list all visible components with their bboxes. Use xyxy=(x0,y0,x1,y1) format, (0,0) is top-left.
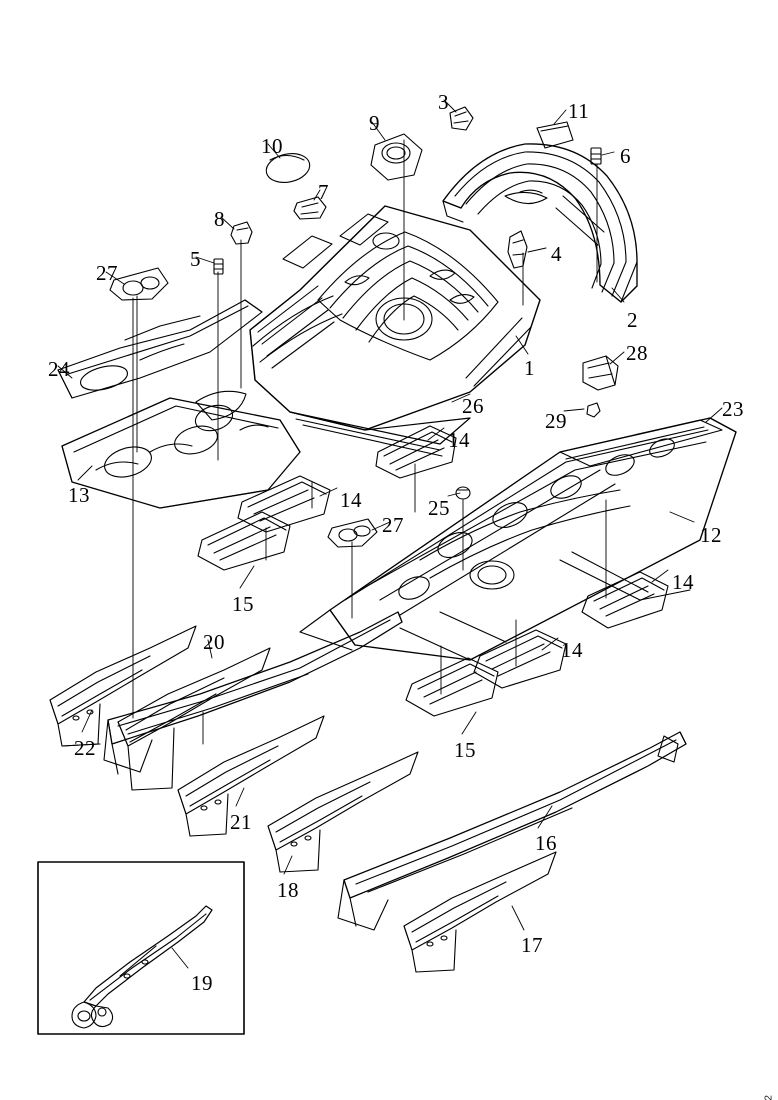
part-4-bracket xyxy=(507,230,528,269)
callout-7: 7 xyxy=(318,180,329,204)
callout-14d: 14 xyxy=(561,638,583,662)
callout-23: 23 xyxy=(722,397,744,421)
part-12-rear-frame xyxy=(299,417,737,661)
part-14-reinforcement-c xyxy=(581,571,669,629)
callout-15a: 15 xyxy=(232,592,254,616)
callout-22: 22 xyxy=(74,736,96,760)
callout-24: 24 xyxy=(48,357,70,381)
callout-1: 1 xyxy=(524,356,535,380)
part-15-reinforcement-b xyxy=(405,657,499,717)
part-28-bracket xyxy=(582,355,619,391)
part-9-grommet xyxy=(370,133,423,181)
callout-2: 2 xyxy=(627,308,638,332)
part-24-left-rail xyxy=(57,299,263,399)
part-left-panel-upper xyxy=(117,647,271,791)
callout-27a: 27 xyxy=(96,261,118,285)
part-17-closing-panel xyxy=(403,851,557,973)
part-3-bracket xyxy=(449,106,474,131)
callout-6: 6 xyxy=(620,144,631,168)
part-29-nut xyxy=(586,402,601,418)
callout-25: 25 xyxy=(428,496,450,520)
part-21-closing-panel xyxy=(177,715,325,837)
callout-14b: 14 xyxy=(340,488,362,512)
callout-21: 21 xyxy=(230,810,252,834)
part-18-closing-panel xyxy=(267,751,419,873)
callout-9: 9 xyxy=(369,111,380,135)
part-7-bracket xyxy=(293,196,327,220)
inset-detail-box xyxy=(37,861,245,1035)
part-6-stud xyxy=(590,147,602,165)
callout-28: 28 xyxy=(626,341,648,365)
callout-29: 29 xyxy=(545,409,567,433)
part-25-nut xyxy=(455,486,471,500)
part-14-reinforcement-a xyxy=(375,425,457,479)
part-20-side-rail xyxy=(103,611,403,775)
part-14-reinforcement-d xyxy=(473,629,567,689)
callout-16: 16 xyxy=(535,831,557,855)
diagram-watermark: 385612 xyxy=(763,1094,774,1100)
part-5-stud xyxy=(213,258,224,275)
part-1-floor-pan xyxy=(249,205,541,457)
callout-3: 3 xyxy=(438,90,449,114)
callout-12: 12 xyxy=(700,523,722,547)
part-27-gasket-a xyxy=(109,267,169,301)
callout-10: 10 xyxy=(261,134,283,158)
callout-14a: 14 xyxy=(448,428,470,452)
callout-14c: 14 xyxy=(672,570,694,594)
callout-4: 4 xyxy=(551,242,562,266)
callout-19: 19 xyxy=(191,971,213,995)
part-15-reinforcement-a xyxy=(197,511,291,571)
callout-17: 17 xyxy=(521,933,543,957)
callout-18: 18 xyxy=(277,878,299,902)
callout-8: 8 xyxy=(214,207,225,231)
part-19-link xyxy=(71,905,213,1029)
part-13-front-floor xyxy=(61,390,301,509)
callout-27b: 27 xyxy=(382,513,404,537)
leader-lines xyxy=(57,99,723,969)
part-27-gasket-b xyxy=(327,518,378,548)
part-10-gasket-ring xyxy=(265,153,311,183)
callout-20: 20 xyxy=(203,630,225,654)
callout-26: 26 xyxy=(462,394,484,418)
callout-13: 13 xyxy=(68,483,90,507)
part-14-reinforcement-b xyxy=(237,475,331,533)
part-16-side-rail xyxy=(337,731,687,931)
callout-15b: 15 xyxy=(454,738,476,762)
part-2-wheelhouse xyxy=(442,143,638,303)
callout-11: 11 xyxy=(568,99,590,123)
callout-5: 5 xyxy=(190,247,201,271)
part-8-bracket xyxy=(230,221,253,245)
part-11-plate xyxy=(536,121,574,149)
